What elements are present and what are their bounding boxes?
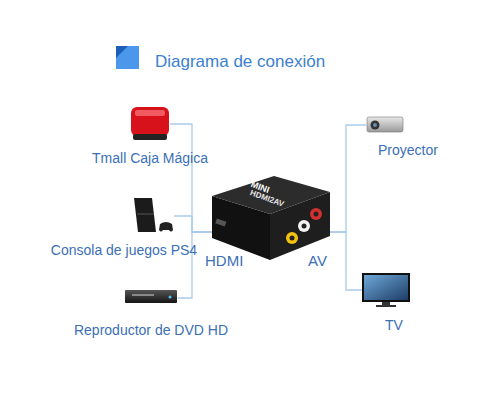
signal-connector [174, 216, 212, 232]
device-label: Consola de juegos PS4 [44, 242, 204, 259]
device-icon: Tmall Caja Mágica [130, 106, 170, 142]
jack-ring [310, 208, 322, 220]
converter-top-face [212, 176, 330, 214]
box-base [133, 134, 167, 140]
converter-box: MINIHDMI2AV [212, 172, 330, 262]
jack-hole [290, 236, 295, 241]
signal-connector [330, 232, 362, 290]
tv-icon [362, 273, 410, 307]
jack-hole [314, 212, 319, 217]
projector-lens [371, 121, 380, 130]
lens-glass [373, 123, 377, 127]
tv-frame [362, 273, 410, 302]
tv-neck [382, 302, 390, 305]
converter-shape [212, 172, 330, 262]
jack-hole [302, 224, 307, 229]
device-label: TV [344, 317, 444, 334]
signal-connector [170, 124, 212, 232]
signal-label: AV [308, 252, 327, 270]
icon-fold [116, 46, 128, 58]
device-label: Tmall Caja Mágica [70, 150, 230, 167]
tv-screen [364, 275, 408, 300]
device-icon: Proyector [366, 115, 404, 135]
device-icon: Consola de juegos PS4 [128, 196, 174, 236]
tv-stand [376, 305, 396, 307]
device-label: Proyector [358, 142, 458, 159]
ps4-icon [134, 198, 173, 232]
signal-connector [330, 125, 366, 232]
controller [159, 222, 173, 232]
device-icon: Reproductor de DVD HD [124, 288, 178, 308]
jack-ring [298, 220, 310, 232]
projector-body [367, 117, 403, 132]
jack-ring [286, 232, 298, 244]
title-icon [116, 46, 139, 69]
rca-white-jack [298, 220, 310, 232]
console-groove [137, 214, 154, 215]
device-label: Reproductor de DVD HD [71, 322, 231, 339]
device-icon: TV [362, 272, 410, 308]
dvd-player-icon [125, 290, 177, 303]
icon-square [116, 46, 139, 69]
disc-slot [132, 294, 154, 296]
projector-icon [367, 117, 403, 132]
console-body [134, 198, 156, 232]
player-body [125, 290, 177, 303]
diagram-title: Diagrama de conexión [155, 52, 325, 72]
hdmi-port [215, 219, 226, 227]
rca-red-jack [310, 208, 322, 220]
signal-label: HDMI [205, 252, 243, 270]
box-shine [135, 110, 165, 116]
rca-yellow-jack [286, 232, 298, 244]
tmall-box-icon [131, 107, 169, 140]
box-body [131, 107, 169, 136]
power-led [169, 296, 172, 299]
